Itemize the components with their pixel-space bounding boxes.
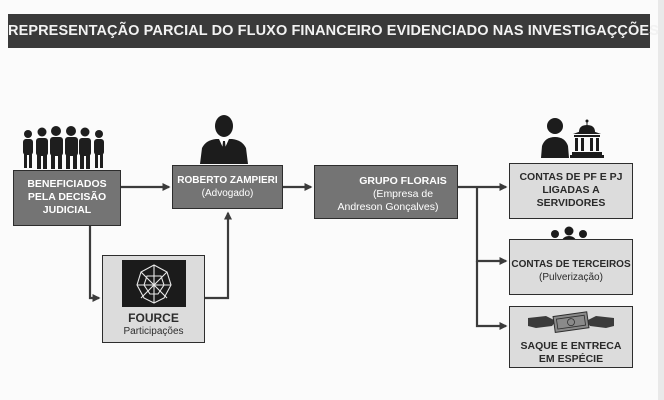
node-contas-line-1: CONTAS DE PF E PJ — [519, 171, 623, 183]
node-terceiros-name: CONTAS DE TERCEIROS — [511, 259, 631, 270]
node-fource-sub: Participações — [123, 326, 184, 337]
node-contas-line-2: LIGADAS A — [542, 184, 600, 196]
fource-logo-icon — [122, 260, 186, 307]
node-terceiros-sub: (Pulverização) — [539, 272, 603, 283]
person-government-building-icon — [541, 118, 604, 158]
fource-logo-mark — [136, 264, 172, 304]
cash-handshake-icon — [528, 311, 614, 333]
page-edge — [658, 0, 664, 400]
node-florais: GRUPO FLORAIS (Empresa de Andreson Gonça… — [314, 165, 458, 219]
node-contas-pf-pj: CONTAS DE PF E PJ LIGADAS A SERVIDORES — [509, 163, 633, 219]
node-beneficiados: BENEFICIADOS PELA DECISÃO JUDICIAL — [13, 170, 121, 226]
node-beneficiados-line-1: BENEFICIADOS — [27, 178, 107, 190]
arrow-florais-to-terceiros — [475, 187, 508, 265]
node-saque-line-2: EM ESPÉCIE — [538, 353, 604, 365]
node-zampieri-role: (Advogado) — [201, 188, 254, 199]
people-group-icon — [23, 126, 104, 169]
arrow-florais-to-saque — [475, 261, 508, 330]
node-florais-name: GRUPO FLORAIS — [359, 175, 447, 187]
node-zampieri: ROBERTO ZAMPIERI (Advogado) — [172, 165, 283, 209]
node-fource: FOURCE Participações — [102, 255, 205, 343]
node-florais-sub-line-1: (Empresa de — [372, 188, 434, 200]
node-beneficiados-line-3: JUDICIAL — [42, 204, 92, 216]
node-contas-line-3: SERVIDORES — [536, 197, 606, 209]
arrow-fource-to-zampieri — [205, 211, 232, 300]
arrow-beneficiados-to-fource — [88, 225, 101, 302]
businessman-icon — [200, 115, 248, 164]
node-saque: SAQUE E ENTRECA EM ESPÉCIE — [509, 306, 633, 368]
node-beneficiados-line-2: PELA DECISÃO — [27, 191, 107, 203]
node-terceiros: CONTAS DE TERCEIROS (Pulverização) — [509, 239, 633, 295]
node-zampieri-name: ROBERTO ZAMPIERI — [177, 175, 278, 186]
diagram-title: REPRESENTAÇÃO PARCIAL DO FLUXO FINANCEIR… — [8, 14, 659, 48]
node-florais-sub-line-2: Andreson Gonçalves) — [337, 201, 439, 213]
node-fource-name: FOURCE — [128, 311, 179, 325]
node-saque-line-1: SAQUE E ENTRECA — [520, 340, 622, 352]
